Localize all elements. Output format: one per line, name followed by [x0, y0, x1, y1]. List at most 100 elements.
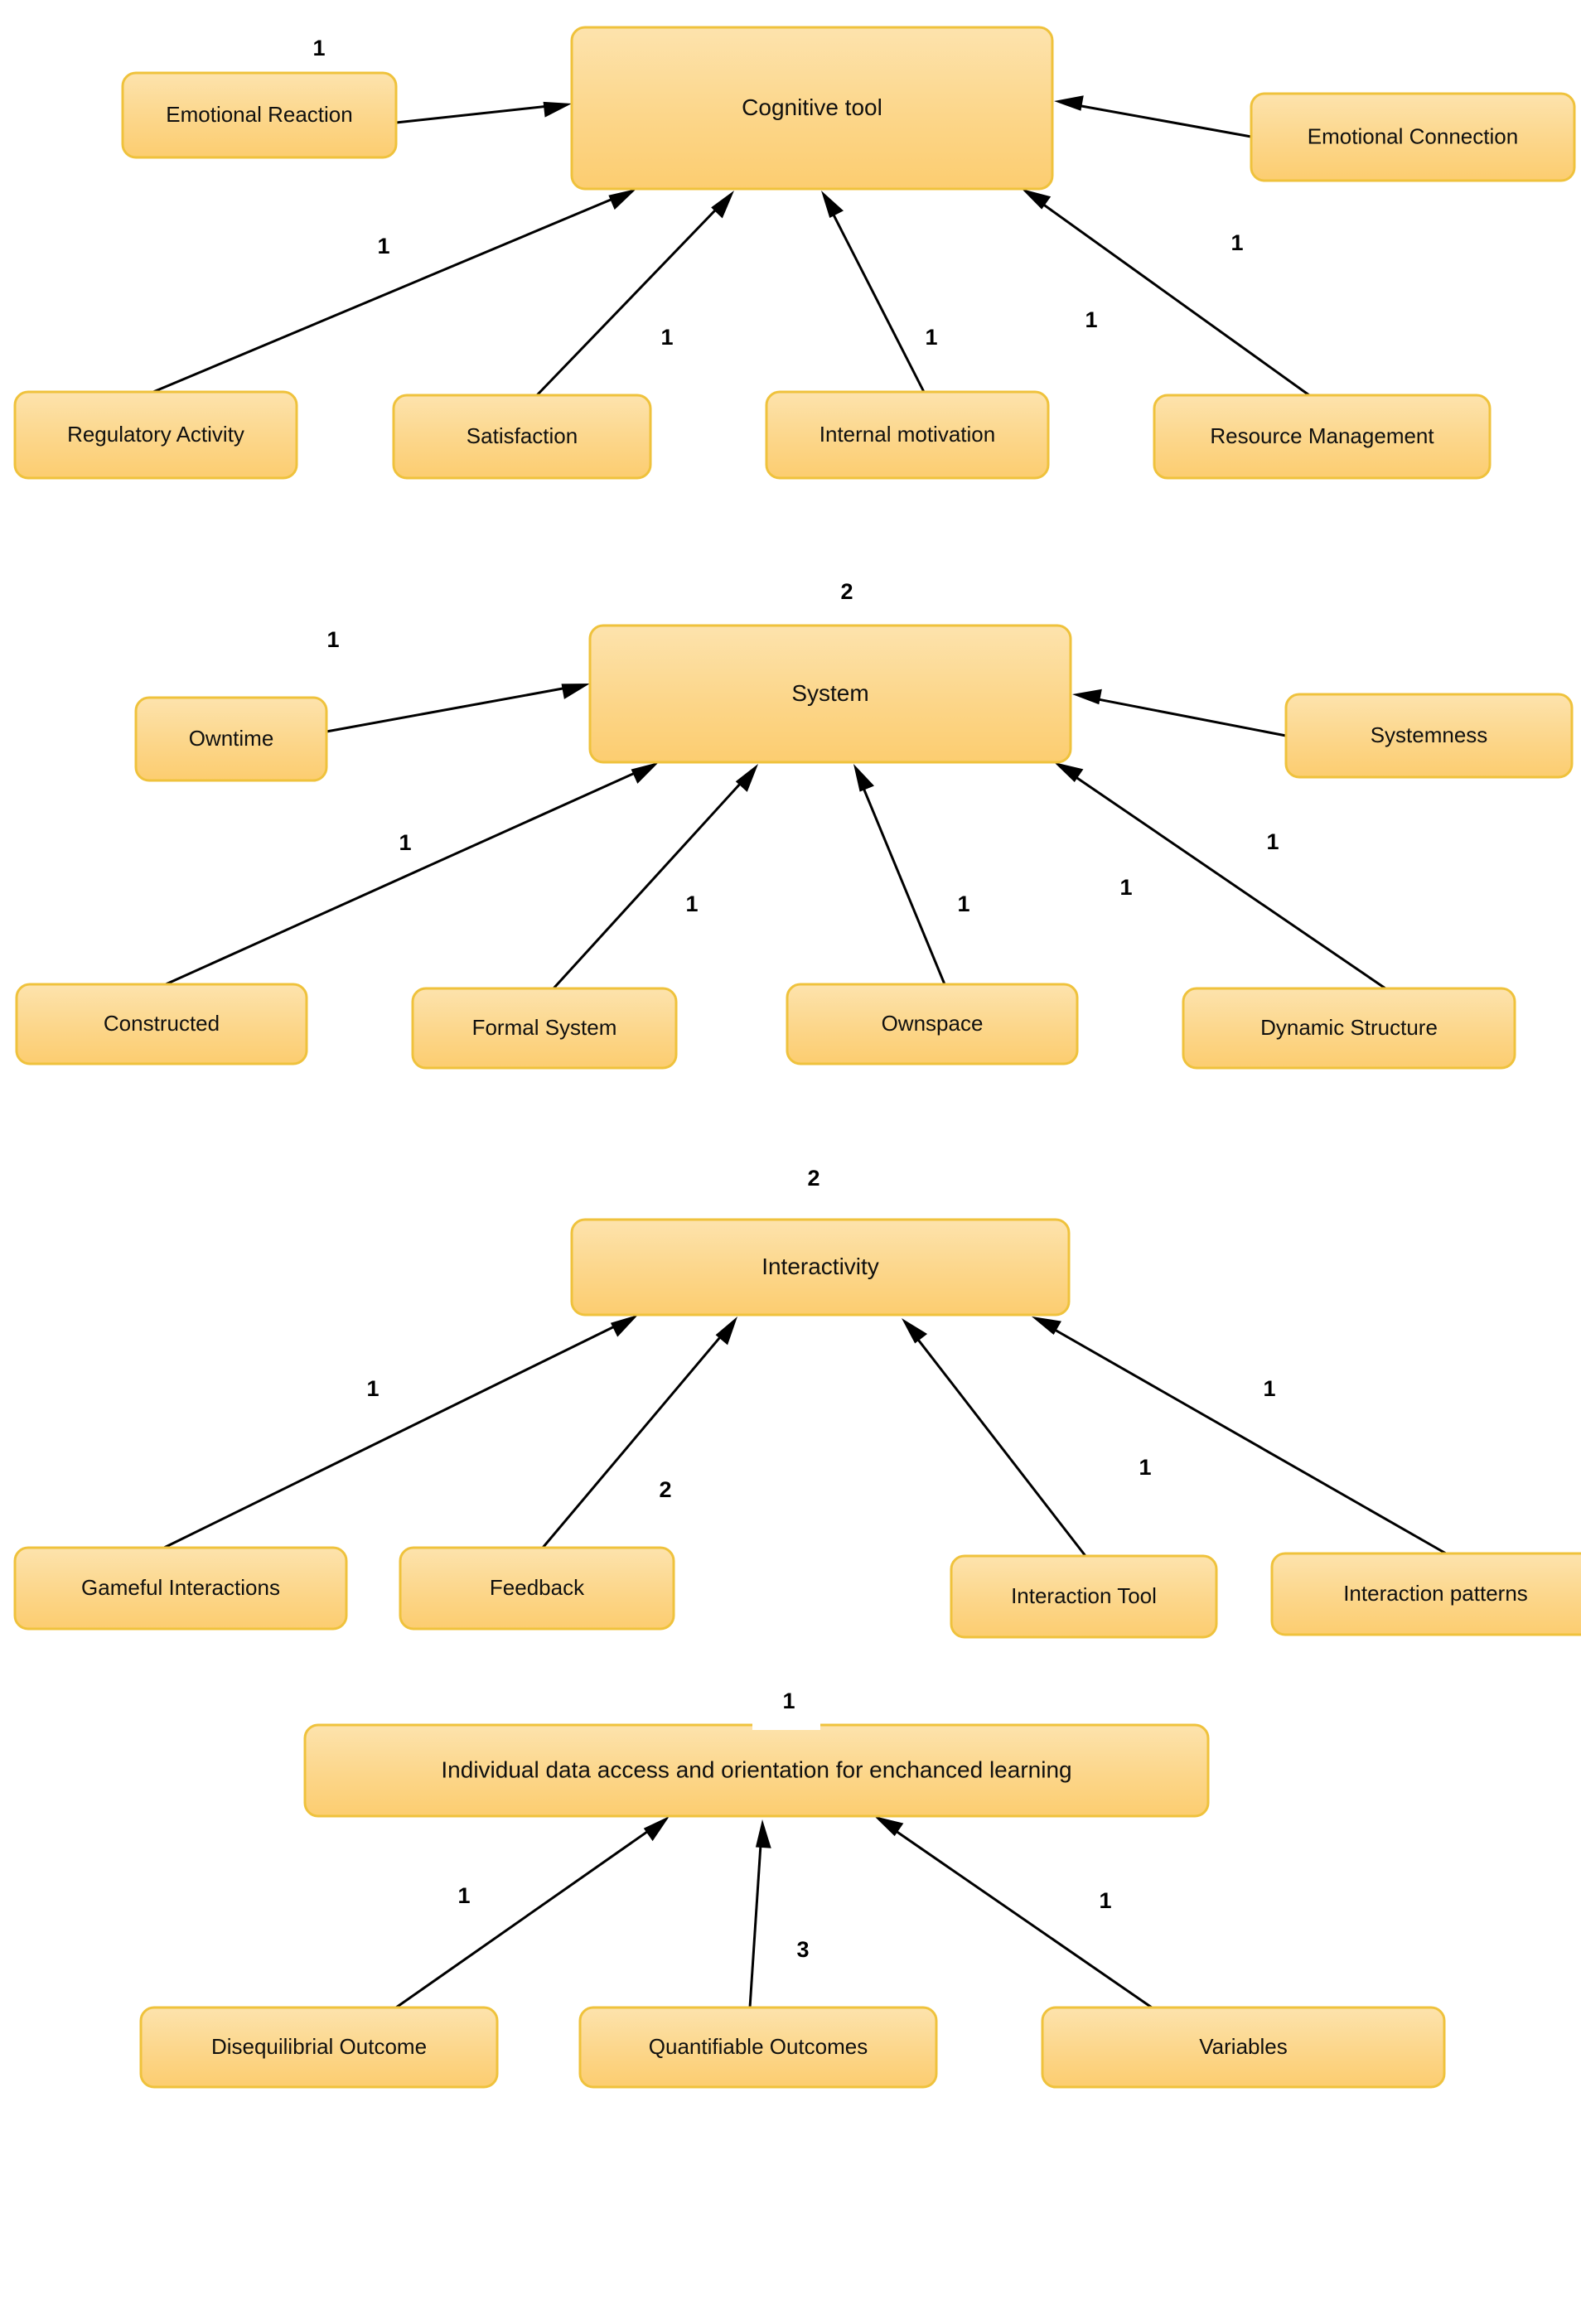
node-label: Resource Management — [1210, 423, 1434, 448]
node-systemness[interactable]: Systemness — [1284, 693, 1574, 779]
hub-node-interactivity[interactable]: Interactivity — [570, 1218, 1071, 1317]
hub-node-system[interactable]: System — [588, 624, 1072, 764]
edge-count-label: 1 — [457, 1883, 470, 1908]
node-interaction-patterns[interactable]: Interaction patterns — [1270, 1552, 1581, 1636]
edge-disequilibrial-outcome-to-individual-data-access — [395, 1816, 670, 2009]
edge-line — [892, 1828, 1153, 2009]
edge-resource-management-to-cognitive-tool — [1022, 189, 1310, 397]
edge-emotional-connection-to-cognitive-tool — [1054, 95, 1252, 138]
node-formal-system[interactable]: Formal System — [411, 987, 678, 1070]
node-label: Formal System — [472, 1015, 617, 1040]
arrow-head-icon — [821, 191, 844, 218]
edge-count-label: 1 — [1099, 1888, 1111, 1913]
arrow-head-icon — [711, 191, 734, 219]
node-label: Variables — [1199, 2034, 1287, 2059]
node-label: Individual data access and orientation f… — [441, 1756, 1071, 1782]
node-box — [1250, 92, 1576, 182]
node-gameful-interactions[interactable]: Gameful Interactions — [13, 1546, 348, 1631]
node-label: Ownspace — [882, 1011, 984, 1036]
node-label: Satisfaction — [467, 423, 578, 448]
edge-emotional-reaction-to-cognitive-tool — [395, 101, 572, 124]
edge-line — [395, 104, 549, 124]
node-satisfaction[interactable]: Satisfaction — [392, 394, 652, 480]
node-owntime[interactable]: Owntime — [134, 696, 328, 782]
node-label: Emotional Reaction — [166, 102, 352, 127]
node-box — [13, 1546, 348, 1631]
node-feedback[interactable]: Feedback — [399, 1546, 675, 1631]
node-box — [392, 394, 652, 480]
node-label: Dynamic Structure — [1260, 1015, 1438, 1040]
edge-quantifiable-outcomes-to-individual-data-access — [748, 1819, 771, 2008]
node-label: Internal motivation — [820, 422, 995, 447]
node-box — [1182, 987, 1516, 1070]
node-label: Disequilibrial Outcome — [211, 2034, 427, 2059]
node-label: Quantifiable Outcomes — [649, 2034, 868, 2059]
edge-count-label: 1 — [1230, 230, 1243, 255]
node-emotional-reaction[interactable]: Emotional Reaction — [121, 71, 398, 159]
edge-feedback-to-interactivity — [541, 1317, 737, 1549]
arrow-head-icon — [853, 764, 875, 792]
node-box — [588, 624, 1072, 764]
arrow-head-icon — [561, 684, 590, 699]
node-dynamic-structure[interactable]: Dynamic Structure — [1182, 987, 1516, 1070]
arrow-head-icon — [715, 1317, 737, 1346]
edge-line — [535, 206, 719, 397]
edge-variables-to-individual-data-access — [874, 1816, 1153, 2009]
node-box — [1153, 394, 1492, 480]
node-internal-motivation[interactable]: Internal motivation — [765, 390, 1050, 480]
arrow-head-icon — [755, 1819, 771, 1848]
node-box — [399, 1546, 675, 1631]
hub-top-notch — [752, 1720, 820, 1730]
node-box — [786, 983, 1079, 1065]
arrow-head-icon — [610, 1315, 638, 1337]
node-interaction-tool[interactable]: Interaction Tool — [950, 1554, 1218, 1639]
arrow-head-icon — [1054, 95, 1084, 111]
hub-node-individual-data-access[interactable]: Individual data access and orientation f… — [303, 1723, 1210, 1818]
edge-count-label: 1 — [366, 1376, 379, 1401]
edge-count-label: 1 — [326, 627, 339, 652]
edge-count-label: 3 — [796, 1937, 809, 1962]
edge-line — [326, 686, 568, 733]
edge-count-label: 1 — [685, 891, 698, 916]
edge-constructed-to-system — [165, 762, 659, 986]
edge-line — [914, 1336, 1087, 1557]
edge-line — [395, 1828, 651, 2009]
node-label: Regulatory Activity — [67, 422, 244, 447]
node-constructed[interactable]: Constructed — [15, 983, 308, 1065]
node-box — [950, 1554, 1218, 1639]
hub-node-cognitive-tool[interactable]: Cognitive tool — [570, 26, 1054, 191]
edge-count-label: 2 — [659, 1477, 671, 1502]
edge-ownspace-to-system — [853, 764, 946, 985]
edge-line — [541, 1333, 724, 1549]
edge-count-label: 1 — [312, 36, 325, 60]
edge-line — [1051, 1326, 1447, 1555]
node-variables[interactable]: Variables — [1041, 2006, 1446, 2089]
node-resource-management[interactable]: Resource Management — [1153, 394, 1492, 480]
node-disequilibrial-outcome[interactable]: Disequilibrial Outcome — [139, 2006, 499, 2089]
edge-satisfaction-to-cognitive-tool — [535, 191, 734, 397]
edge-line — [1095, 697, 1287, 737]
node-emotional-connection[interactable]: Emotional Connection — [1250, 92, 1576, 182]
edge-count-label: 1 — [1119, 875, 1132, 900]
edge-count-label: 1 — [1266, 829, 1279, 854]
node-ownspace[interactable]: Ownspace — [786, 983, 1079, 1065]
edge-interaction-patterns-to-interactivity — [1032, 1317, 1447, 1555]
node-box — [765, 390, 1050, 480]
node-label: Owntime — [189, 726, 274, 751]
arrow-head-icon — [1072, 689, 1102, 705]
arrow-head-icon — [543, 101, 572, 118]
edges-layer — [152, 95, 1447, 2009]
edge-count-label: 1 — [377, 234, 389, 258]
arrow-head-icon — [735, 764, 758, 792]
node-label: Systemness — [1371, 722, 1488, 747]
node-label: Interaction Tool — [1011, 1583, 1157, 1608]
node-label: System — [791, 680, 868, 706]
node-label: Gameful Interactions — [81, 1575, 280, 1600]
edge-dynamic-structure-to-system — [1054, 762, 1386, 990]
node-label: Feedback — [490, 1575, 585, 1600]
node-quantifiable-outcomes[interactable]: Quantifiable Outcomes — [578, 2006, 938, 2089]
node-regulatory-activity[interactable]: Regulatory Activity — [13, 390, 298, 480]
